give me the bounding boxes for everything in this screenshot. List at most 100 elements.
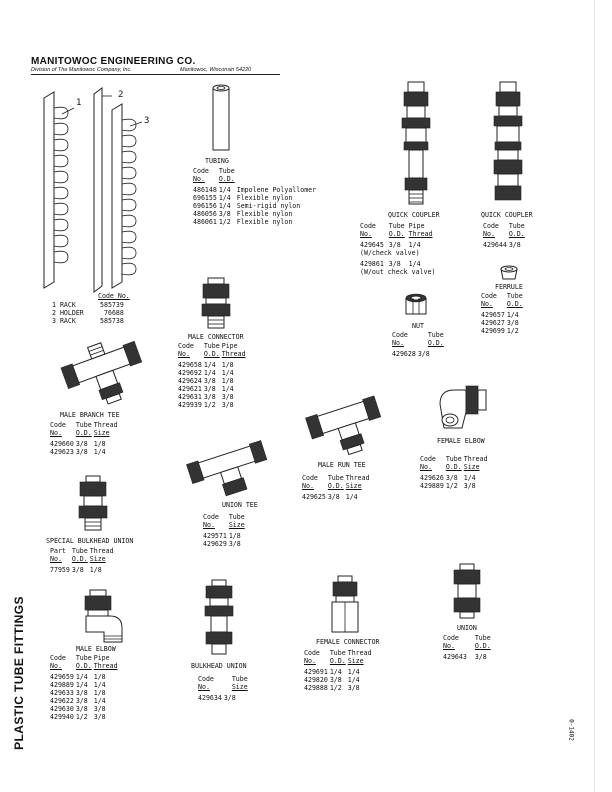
callout-1: 1 xyxy=(76,98,82,108)
male-elbow-illustration xyxy=(84,589,123,643)
ferrule-illustration xyxy=(500,265,518,280)
male-run-tee-illustration xyxy=(305,395,382,456)
bulkhead-union-illustration xyxy=(204,579,234,655)
union-illustration xyxy=(453,563,481,619)
rack-holder-illustration xyxy=(43,87,143,293)
union-tee-title: UNION TEE xyxy=(222,501,258,509)
ferrule-title: FERRULE xyxy=(495,283,523,291)
holder-2-drawing xyxy=(93,87,112,293)
rack-1-drawing xyxy=(43,91,75,289)
female-elbow-illustration xyxy=(439,385,487,429)
bulkhead-union-title: BULKHEAD UNION xyxy=(191,662,247,670)
male-run-tee-title: MALE RUN TEE xyxy=(318,461,366,469)
quick-coupler-1-illustration xyxy=(401,81,431,205)
male-connector-title: MALE CONNECTOR xyxy=(188,333,244,341)
page-edge-line xyxy=(594,0,595,792)
company-division: Division of The Manitowoc Company, Inc. xyxy=(31,67,132,73)
quick-coupler-2-illustration xyxy=(493,81,523,201)
nut-illustration xyxy=(405,293,427,315)
quick-coupler-1-title: QUICK COUPLER xyxy=(388,211,440,219)
table-note: (W/check valve) xyxy=(360,249,420,257)
callout-3: 3 xyxy=(144,116,150,126)
special-bulkhead-union-title: SPECIAL BULKHEAD UNION xyxy=(46,537,134,545)
female-connector-illustration xyxy=(331,575,359,633)
side-title-text: PLASTIC TUBE FITTINGS xyxy=(12,596,26,750)
callout-2: 2 xyxy=(118,90,124,100)
header-rule xyxy=(31,74,280,75)
union-title: UNION xyxy=(457,624,477,632)
tubing-title: TUBING xyxy=(205,157,229,165)
company-name: MANITOWOC ENGINEERING CO. xyxy=(31,56,196,67)
nut-title: NUT xyxy=(412,322,424,330)
special-bulkhead-union-illustration xyxy=(78,475,108,531)
doc-code: 0-1402 xyxy=(566,700,576,760)
male-elbow-title: MALE ELBOW xyxy=(76,645,116,653)
rack-code-header: Code No. xyxy=(98,292,130,300)
rack-3-drawing xyxy=(111,103,143,289)
tubing-illustration xyxy=(212,84,230,151)
union-tee-illustration xyxy=(186,440,268,497)
male-branch-tee-title: MALE BRANCH TEE xyxy=(60,411,120,419)
quick-coupler-2-title: QUICK COUPLER xyxy=(481,211,533,219)
table-note: (W/out check valve) xyxy=(360,268,436,276)
doc-code-text: 0-1402 xyxy=(567,719,575,741)
company-location: Manitowoc, Wisconsin 54220 xyxy=(180,67,252,73)
side-title: PLASTIC TUBE FITTINGS xyxy=(12,596,26,750)
female-connector-title: FEMALE CONNECTOR xyxy=(316,638,380,646)
male-branch-tee-illustration xyxy=(60,340,143,405)
